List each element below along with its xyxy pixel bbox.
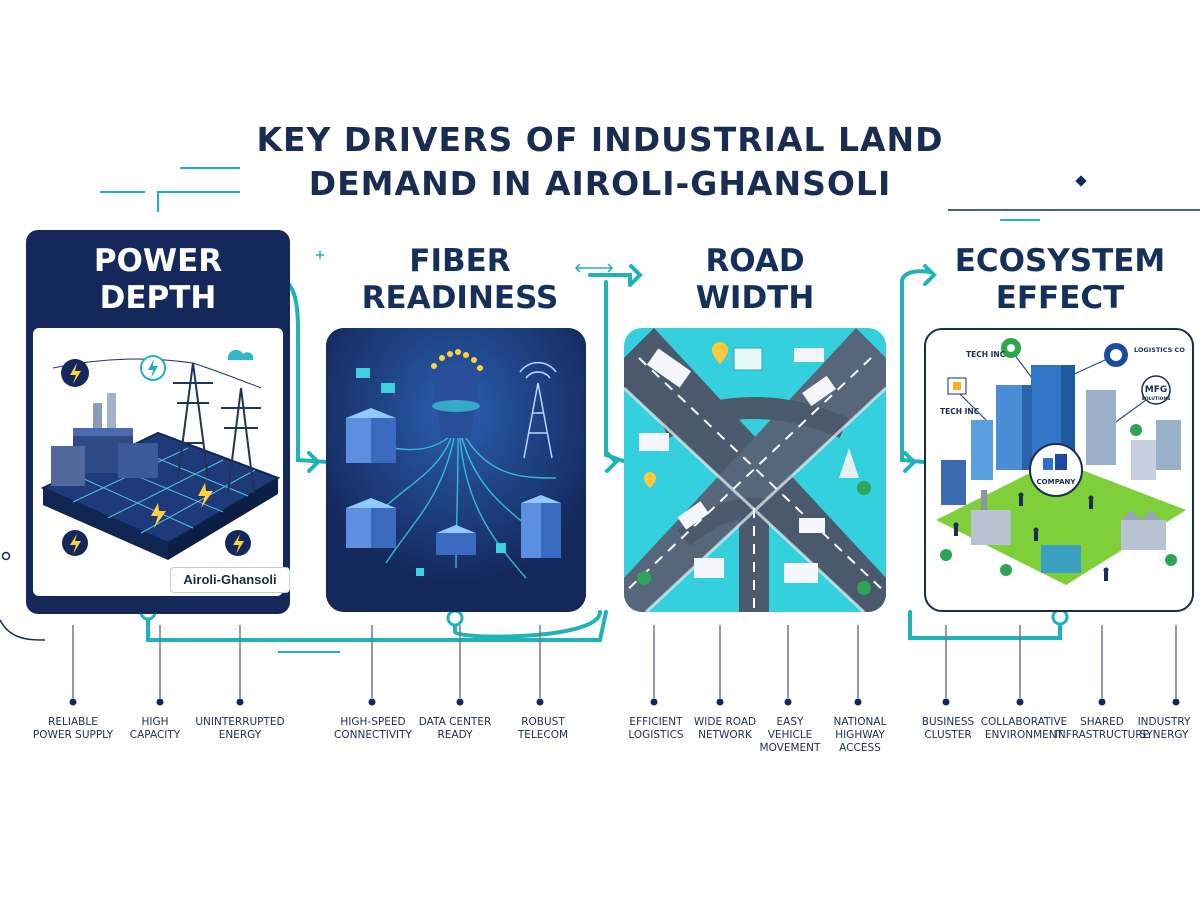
stem-dot bbox=[650, 698, 658, 706]
stem-dot bbox=[942, 698, 950, 706]
flow-connector bbox=[900, 269, 931, 300]
label-national-highway-access: National Highway Access bbox=[833, 716, 887, 754]
heading-ecosystem-line-2: EFFECT bbox=[995, 280, 1125, 316]
heading-ecosystem-line-1: ECOSYSTEM bbox=[954, 243, 1166, 279]
connector-node bbox=[446, 609, 464, 627]
data-node bbox=[356, 368, 506, 576]
stem-dot bbox=[236, 698, 244, 706]
server-rack-icon bbox=[346, 408, 561, 558]
stem-dot bbox=[456, 698, 464, 706]
title-line-2: DEMAND IN AIROLI-GHANSOLI bbox=[308, 164, 892, 203]
label-efficient-logistics: Efficient Logistics bbox=[628, 716, 684, 741]
stem-dot bbox=[1172, 698, 1180, 706]
decorative-dot bbox=[1, 551, 11, 561]
page-title: KEY DRIVERS OF INDUSTRIAL LAND DEMAND IN… bbox=[0, 118, 1200, 206]
tree-icon bbox=[637, 481, 871, 595]
heading-fiber-line-2: READINESS bbox=[361, 280, 559, 316]
heading-ecosystem-effect: ECOSYSTEM EFFECT bbox=[915, 243, 1200, 317]
decorative-arrow bbox=[574, 263, 614, 273]
arrow-icon bbox=[903, 451, 917, 473]
stem-dot bbox=[536, 698, 544, 706]
title-line-1: KEY DRIVERS OF INDUSTRIAL LAND bbox=[256, 120, 944, 159]
stem-dot bbox=[156, 698, 164, 706]
partner-logo bbox=[947, 338, 1171, 405]
heading-road-line-1: ROAD bbox=[705, 243, 805, 279]
cloud-icon bbox=[227, 349, 254, 360]
arrow-icon bbox=[605, 451, 619, 473]
stem-dot bbox=[854, 698, 862, 706]
flow-connector bbox=[900, 290, 926, 464]
heading-road-width: ROAD WIDTH bbox=[625, 243, 885, 317]
arrow-icon bbox=[307, 451, 321, 473]
decorative-line bbox=[100, 191, 240, 212]
stem-dot bbox=[69, 698, 77, 706]
truck-icon bbox=[639, 348, 836, 583]
ecosystem-ground bbox=[936, 460, 1186, 585]
fiber-bundle bbox=[431, 349, 483, 438]
lightning-icon bbox=[61, 355, 251, 556]
power-illustration bbox=[33, 328, 283, 596]
stem-dot bbox=[1098, 698, 1106, 706]
node-label-solutions: SOLUTIONS bbox=[1141, 396, 1170, 402]
stem-dot bbox=[716, 698, 724, 706]
heading-road-line-2: WIDTH bbox=[695, 280, 815, 316]
stem-dot bbox=[784, 698, 792, 706]
label-reliable-power-supply: Reliable Power Supply bbox=[32, 716, 114, 741]
tree-icon bbox=[940, 424, 1177, 576]
road-illustration bbox=[624, 328, 886, 612]
company-hub: COMPANY bbox=[1029, 443, 1083, 497]
flow-connector bbox=[604, 280, 628, 464]
label-shared-infrastructure: Shared Infrastructure bbox=[1054, 716, 1150, 741]
stem-dot bbox=[1016, 698, 1024, 706]
arrow-icon bbox=[923, 264, 937, 286]
stem-dot bbox=[368, 698, 376, 706]
decorative-diamond bbox=[1075, 175, 1087, 187]
fiber-illustration bbox=[326, 328, 586, 612]
flow-connector bbox=[453, 610, 602, 639]
label-high-capacity: High Capacity bbox=[129, 716, 181, 741]
ecosystem-illustration: COMPANY TECH INC LOGISTICS CO TECH INC M… bbox=[924, 328, 1194, 612]
location-badge: Airoli-Ghansoli bbox=[170, 567, 290, 593]
power-plant-building bbox=[51, 393, 158, 486]
label-high-speed-connectivity: High-Speed Connectivity bbox=[334, 716, 412, 741]
decorative-line bbox=[0, 619, 46, 641]
telecom-tower-icon bbox=[519, 361, 557, 459]
people-icon bbox=[953, 492, 1109, 581]
heading-power-depth: POWER DEPTH bbox=[26, 243, 290, 317]
flow-connector bbox=[146, 610, 608, 642]
arrow-icon bbox=[629, 264, 643, 286]
heading-power-line-2: DEPTH bbox=[99, 280, 217, 316]
label-collaborative-environment: Collaborative Environment bbox=[980, 716, 1068, 741]
node-label-tech-inc: TECH INC bbox=[966, 350, 1006, 359]
transmission-pylon bbox=[52, 358, 262, 494]
label-uninterrupted-energy: Uninterrupted Energy bbox=[195, 716, 285, 741]
label-easy-vehicle-movement: Easy Vehicle Movement bbox=[759, 716, 821, 754]
toll-booth-icon bbox=[839, 448, 859, 478]
factory-icon bbox=[971, 490, 1166, 573]
label-industry-synergy: Industry Synergy bbox=[1137, 716, 1191, 741]
heading-power-line-1: POWER bbox=[93, 243, 223, 279]
flow-connector bbox=[588, 273, 632, 287]
decorative-plus bbox=[316, 251, 324, 259]
node-label-mfg: MFG bbox=[1145, 385, 1168, 395]
label-robust-telecom: Robust Telecom bbox=[517, 716, 569, 741]
heading-fiber-readiness: FIBER READINESS bbox=[330, 243, 590, 317]
map-pin-icon bbox=[644, 342, 763, 488]
heading-fiber-line-1: FIBER bbox=[409, 243, 511, 279]
hub-label: COMPANY bbox=[1037, 478, 1077, 486]
label-wide-road-network: Wide Road Network bbox=[693, 716, 757, 741]
node-label-tech-inc-2: TECH INC bbox=[940, 407, 980, 416]
flow-connector bbox=[908, 610, 1062, 640]
label-data-center-ready: Data Center Ready bbox=[418, 716, 492, 741]
label-business-cluster: Business Cluster bbox=[921, 716, 975, 741]
connector-node bbox=[1051, 608, 1069, 626]
node-label-logistics: LOGISTICS CO bbox=[1134, 346, 1185, 354]
